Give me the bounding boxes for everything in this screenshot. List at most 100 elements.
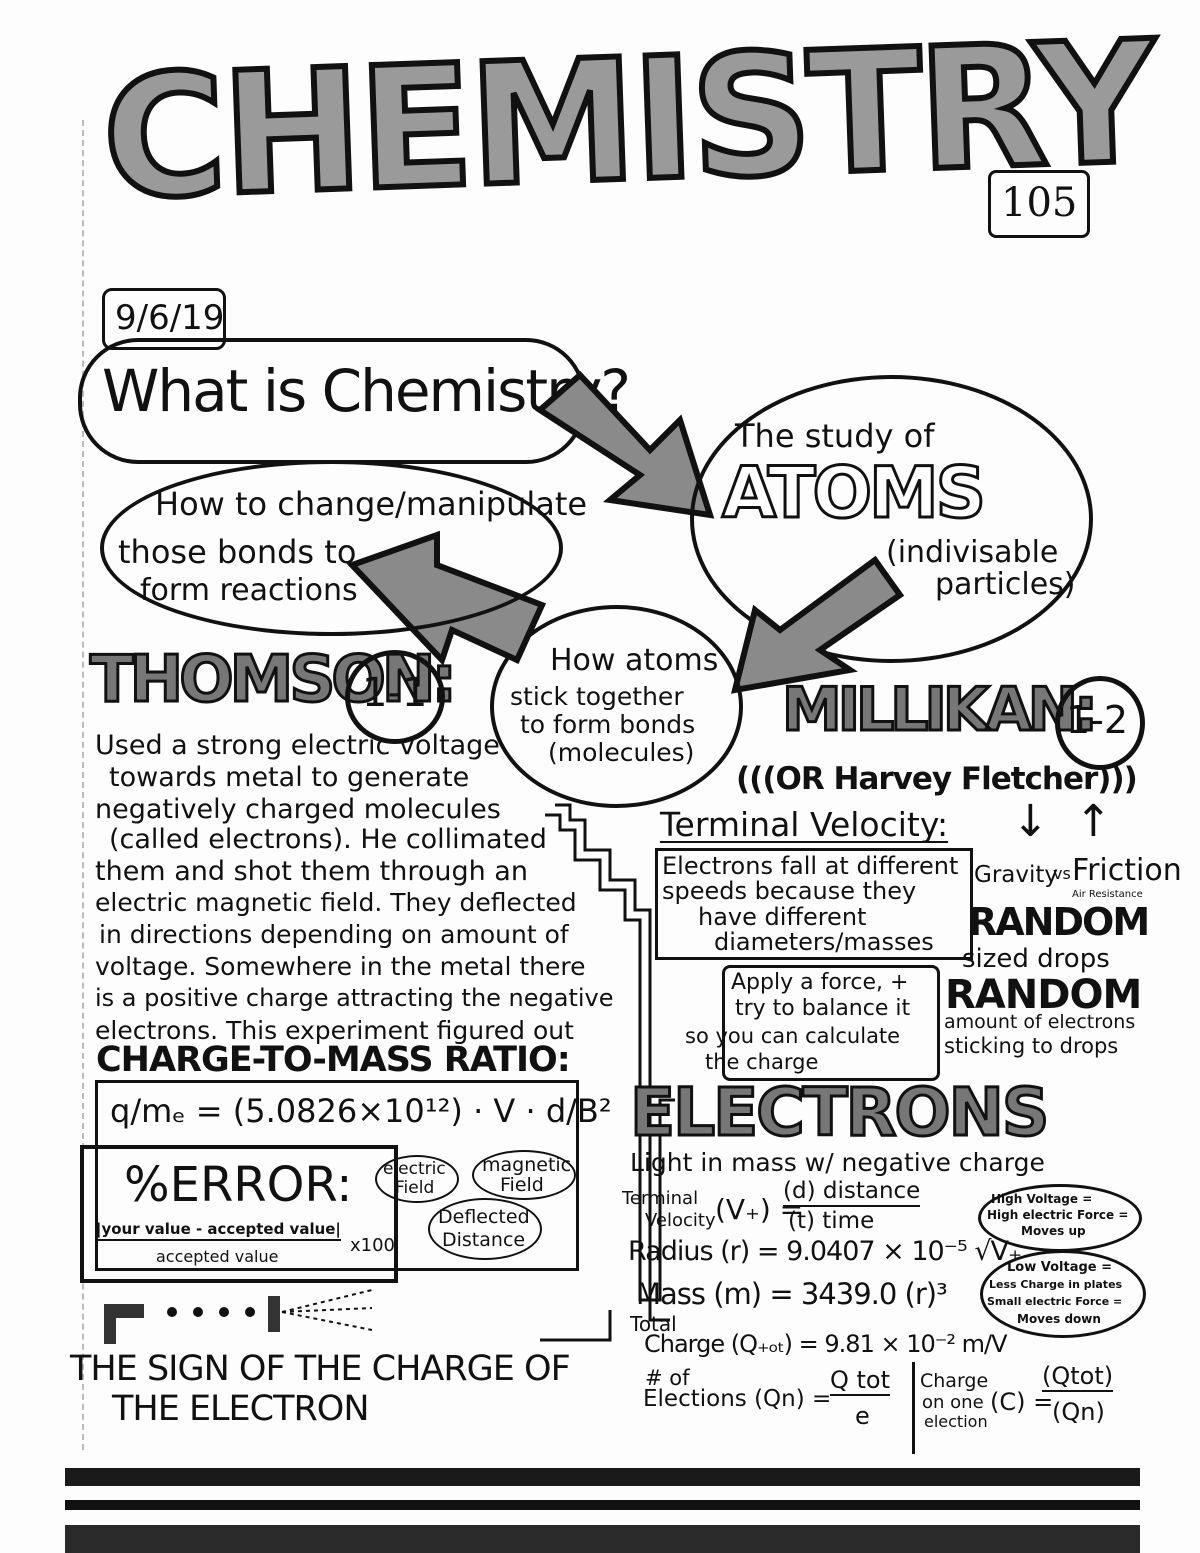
thomson-badge-text: 1-1 — [362, 670, 428, 716]
force-3: so you can calculate — [685, 1024, 901, 1048]
force-2: try to balance it — [735, 996, 911, 1021]
random-2-sub-1: amount of electrons — [944, 1011, 1136, 1033]
electric-label-1: electric — [383, 1159, 446, 1179]
tv-symbol: (V₊) = — [715, 1193, 804, 1226]
thomson-line: negatively charged molecules — [95, 794, 501, 825]
charge-symbol: (C) = — [990, 1388, 1054, 1416]
course-number-badge: 105 — [988, 170, 1090, 238]
charge-one-2: on one — [922, 1392, 984, 1413]
formula-box — [95, 1080, 579, 1271]
millikan-badge-text: 1-2 — [1066, 698, 1129, 742]
indivisable-2: particles) — [935, 567, 1076, 602]
random-2-sub-2: sticking to drops — [944, 1034, 1119, 1058]
tv-numerator: (d) distance — [783, 1180, 921, 1207]
bonds-bubble — [490, 605, 743, 808]
num-frac-bottom: e — [855, 1402, 870, 1430]
high-voltage-bubble: High Voltage = High electric Force = Mov… — [978, 1184, 1142, 1252]
bonds-3: to form bonds — [520, 710, 696, 739]
low-3: Small electric Force = — [987, 1295, 1123, 1308]
reactions-2: those bonds to — [118, 533, 357, 571]
charge-frac-bottom: (Qn) — [1052, 1398, 1105, 1426]
thomson-line: Used a strong electric voltage — [95, 730, 500, 761]
bottom-stripe — [65, 1525, 1140, 1553]
arrow-to-bonds — [730, 555, 905, 694]
electrons-heading: ELECTRONS — [628, 1074, 1050, 1151]
formula-text: q/mₑ = (5.0826×10¹²) · V · d/B² — [110, 1092, 612, 1130]
force-box: Apply a force, + try to balance it so yo… — [685, 965, 940, 1081]
high-2: High electric Force = — [987, 1208, 1129, 1222]
charge-frac-top: (Qtot) — [1042, 1362, 1114, 1392]
tv-label-1: Terminal — [622, 1188, 699, 1209]
gravity-label: Gravity — [974, 862, 1059, 888]
charge-one-1: Charge — [920, 1370, 989, 1392]
total-charge-1: Total — [630, 1312, 677, 1336]
mass-formula: Mass (m) = 3439.0 (r)³ — [636, 1277, 948, 1311]
random-1-sub: sized drops — [962, 944, 1110, 974]
gravity-arrow: ↓ — [1012, 796, 1049, 847]
bottom-stripe — [65, 1468, 1140, 1486]
thomson-line: electrons. This experiment figured out — [95, 1016, 574, 1045]
fall-box: Electrons fall at different speeds becau… — [655, 848, 973, 960]
stepped-divider — [540, 803, 675, 1342]
air-resistance-label: Air Resistance — [1072, 889, 1143, 900]
low-4: Moves down — [1017, 1312, 1101, 1326]
electric-field-label: electric Field — [375, 1155, 459, 1203]
indivisable-1: (indivisable — [886, 535, 1059, 570]
millikan-heading: MILLIKAN: — [781, 675, 1100, 745]
electron-beam-diagram — [104, 1289, 373, 1344]
millikan-badge: 1-2 — [1055, 676, 1145, 770]
bonds-1: How atoms — [550, 643, 719, 678]
deflected-distance-label: Deflected Distance — [428, 1198, 542, 1260]
arrow-to-atoms — [535, 370, 715, 519]
atoms-bubble — [690, 375, 1093, 663]
fall-2: speeds because they — [662, 877, 917, 905]
terminal-velocity-heading: Terminal Velocity: — [660, 805, 949, 844]
deflected-label-2: Distance — [442, 1229, 526, 1251]
tv-label-2: Velocity — [645, 1210, 716, 1231]
num-frac-top: Q tot — [830, 1366, 891, 1396]
bottom-stripe — [65, 1500, 1140, 1510]
magnetic-label-2: Field — [500, 1174, 544, 1196]
sign-line-2: THE ELECTRON — [112, 1389, 370, 1429]
millikan-alt-name: (((OR Harvey Fletcher))) — [736, 761, 1138, 797]
margin-line — [82, 120, 84, 1450]
num-electrons-1: # of — [645, 1366, 690, 1390]
force-4: the charge — [705, 1050, 819, 1074]
error-box: %ERROR: |your value - accepted value| ac… — [80, 1145, 398, 1283]
num-electrons-2: Elections (Qn) = — [643, 1386, 832, 1412]
high-3: Moves up — [1021, 1224, 1086, 1238]
formula-divider — [912, 1362, 915, 1454]
error-denominator: accepted value — [156, 1247, 279, 1266]
thomson-line: voltage. Somewhere in the metal there — [95, 952, 586, 981]
high-1: High Voltage = — [991, 1192, 1093, 1206]
reactions-bubble — [100, 460, 563, 636]
fall-3: have different — [698, 903, 867, 931]
friction-label: Friction — [1072, 853, 1182, 888]
error-heading: %ERROR: — [124, 1157, 353, 1213]
thomson-badge: 1-1 — [345, 650, 445, 744]
random-2: RANDOM — [945, 972, 1142, 1018]
study-line: The study of — [735, 417, 935, 455]
random-1: RANDOM — [968, 900, 1150, 944]
low-2: Less Charge in plates — [989, 1278, 1123, 1291]
vs-label: vs — [1053, 864, 1071, 883]
thomson-line: in directions depending on amount of — [99, 920, 569, 949]
thomson-line: (called electrons). He collimated — [109, 824, 547, 855]
low-voltage-bubble: Low Voltage = Less Charge in plates Smal… — [980, 1250, 1146, 1338]
fall-1: Electrons fall at different — [662, 852, 959, 880]
bonds-4: (molecules) — [548, 738, 695, 767]
thomson-line: them and shot them through an — [95, 856, 528, 887]
course-number: 105 — [1001, 180, 1078, 226]
radius-formula: Radius (r) = 9.0407 × 10⁻⁵ √V₊ — [628, 1236, 1022, 1267]
reactions-1: How to change/manipulate — [155, 485, 588, 523]
date-text: 9/6/19 — [115, 298, 225, 338]
low-1: Low Voltage = — [1007, 1260, 1113, 1275]
atoms-word: ATOMS — [720, 452, 987, 534]
friction-arrow: ↑ — [1075, 796, 1112, 847]
date-badge: 9/6/19 — [102, 288, 226, 350]
magnetic-label-1: magnetic — [482, 1154, 572, 1176]
error-multiplier: x100 — [350, 1235, 396, 1256]
force-1: Apply a force, + — [731, 970, 909, 995]
sign-line-1: THE SIGN OF THE CHARGE OF — [70, 1349, 571, 1389]
